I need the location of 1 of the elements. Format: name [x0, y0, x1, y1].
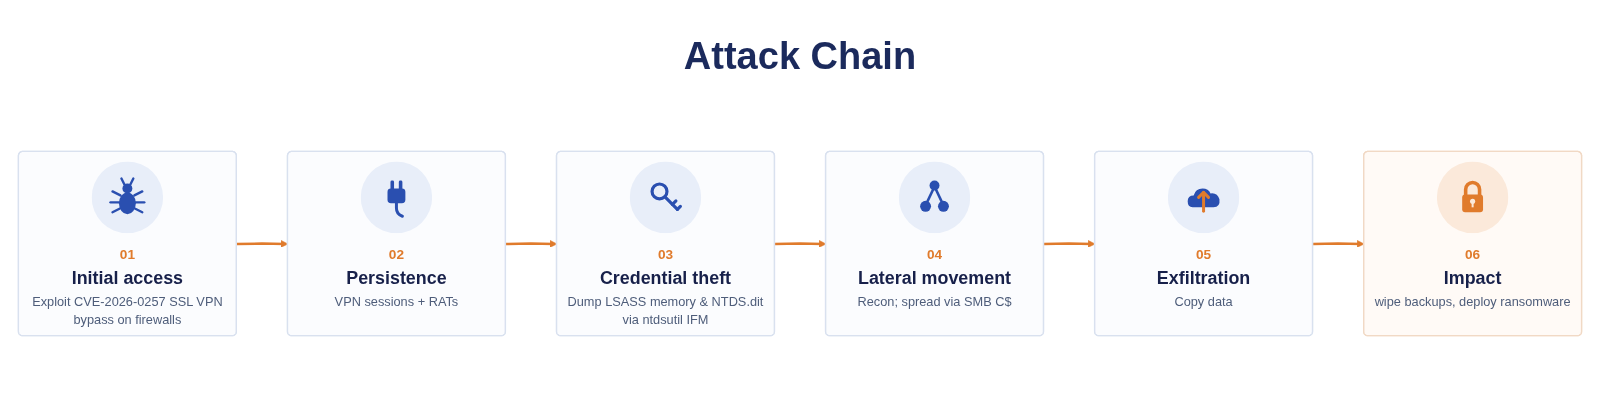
title: Attack Chain — [683, 34, 917, 78]
